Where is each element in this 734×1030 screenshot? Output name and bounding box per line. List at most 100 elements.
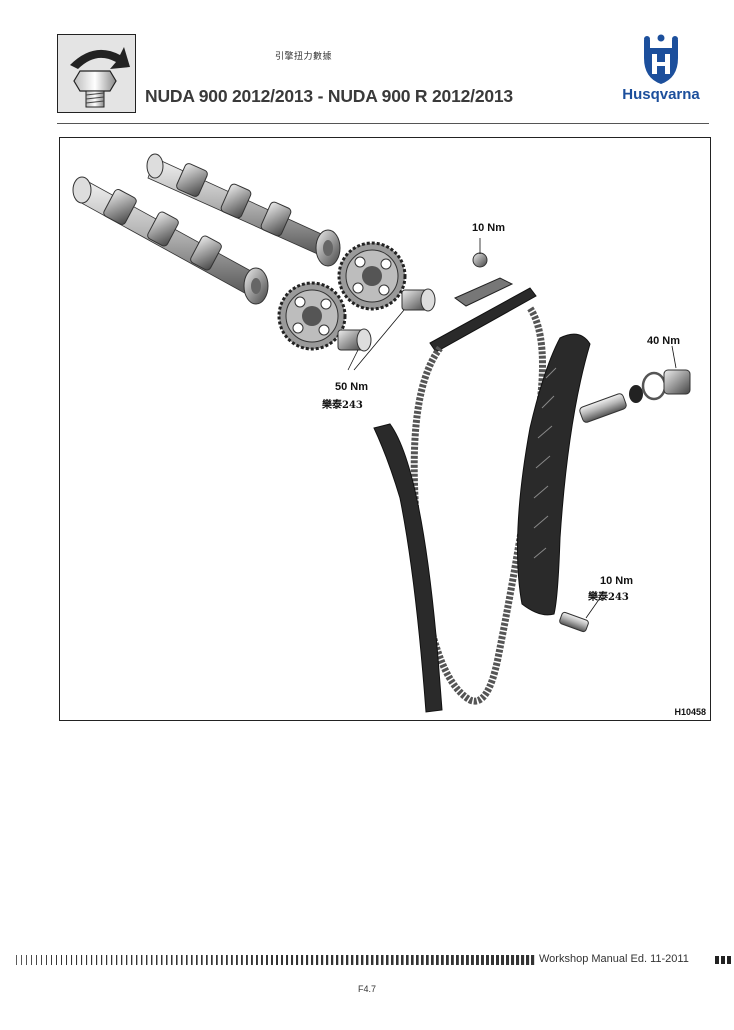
- callout-sprocket-bolts-compound: 樂泰243: [322, 400, 363, 411]
- timing-chain-illustration: [72, 153, 691, 713]
- footer-tick: [291, 955, 294, 965]
- footer-tick: [21, 955, 22, 965]
- footer-tick: [481, 955, 484, 965]
- footer-tick: [366, 955, 369, 965]
- footer-tick: [381, 955, 384, 965]
- footer-tick: [371, 955, 374, 965]
- footer-tick: [161, 955, 163, 965]
- footer-tick: [256, 955, 258, 965]
- footer-tick: [231, 955, 233, 965]
- footer-tick: [396, 955, 399, 965]
- callout-sprocket-bolts-torque: 50 Nm: [335, 381, 369, 393]
- footer-tick: [216, 955, 218, 965]
- footer-tick: [496, 955, 500, 965]
- footer-tick: [146, 955, 148, 965]
- footer-tick: [446, 955, 449, 965]
- callout-chain-guide-bolt-torque: 10 Nm: [472, 222, 506, 234]
- footer-tick: [106, 955, 108, 965]
- footer-tick: [206, 955, 208, 965]
- footer-tick: [201, 955, 203, 965]
- footer-tick: [476, 955, 479, 965]
- sprocket-bolt-upper: [401, 288, 436, 312]
- exhaust-camshaft: [72, 176, 269, 305]
- footer-tick: [461, 955, 464, 965]
- footer-tick: [271, 955, 273, 965]
- torque-wrench-bolt-icon: [57, 34, 136, 113]
- footer-tick: [181, 955, 183, 965]
- callout-tensioner-plug-torque: 40 Nm: [647, 335, 681, 347]
- footer-tick: [101, 955, 103, 965]
- footer-tick: [16, 955, 17, 965]
- footer-end-marks: [715, 956, 731, 964]
- intake-camshaft: [146, 153, 341, 267]
- footer-tick: [61, 955, 63, 965]
- footer-tick: [511, 955, 515, 965]
- footer-tick: [56, 955, 57, 965]
- footer-tick: [131, 955, 133, 965]
- footer-tick: [306, 955, 309, 965]
- header-divider: [57, 123, 709, 124]
- footer-tick: [196, 955, 198, 965]
- footer-tick: [156, 955, 158, 965]
- manual-edition: Workshop Manual Ed. 11-2011: [539, 953, 689, 965]
- footer-tick: [486, 955, 489, 965]
- exploded-diagram: 10 Nm 40 Nm 50 Nm 樂泰243 10 Nm 樂泰243 H104…: [59, 137, 711, 721]
- figure-id: H10458: [674, 707, 706, 717]
- footer-tick: [111, 955, 113, 965]
- footer-tick: [311, 955, 314, 965]
- chain-tensioner-assembly: [579, 345, 691, 423]
- footer-tick: [326, 955, 329, 965]
- upper-cam-sprocket: [337, 241, 407, 311]
- chain-guide-bracket: [429, 238, 537, 353]
- footer-tick: [456, 955, 459, 965]
- footer-tick: [316, 955, 319, 965]
- footer-tick: [391, 955, 394, 965]
- footer-tick: [151, 955, 153, 965]
- footer-tick: [31, 955, 32, 965]
- footer-tick: [166, 955, 168, 965]
- footer-tick: [226, 955, 228, 965]
- footer-tick: [91, 955, 93, 965]
- footer-tick: [46, 955, 47, 965]
- footer-tick: [301, 955, 304, 965]
- fixed-chain-guide: [373, 423, 443, 713]
- footer-tick: [491, 955, 494, 965]
- brand-logo: Husqvarna: [606, 34, 716, 108]
- footer-tick: [36, 955, 37, 965]
- footer-tick: [416, 955, 419, 965]
- footer-tick: [211, 955, 213, 965]
- husqvarna-crown-logo: [644, 34, 678, 84]
- footer-tick: [516, 955, 520, 965]
- footer-tick: [276, 955, 278, 965]
- footer-tick: [76, 955, 78, 965]
- footer-tick: [406, 955, 409, 965]
- footer-tick: [376, 955, 379, 965]
- footer-tick: [26, 955, 27, 965]
- footer-tick: [241, 955, 243, 965]
- page-title: NUDA 900 2012/2013 - NUDA 900 R 2012/201…: [145, 86, 513, 106]
- footer-tick: [346, 955, 349, 965]
- footer-tick: [356, 955, 359, 965]
- lower-cam-sprocket: [277, 281, 347, 351]
- footer-tick: [386, 955, 389, 965]
- footer-tick: [336, 955, 339, 965]
- footer-tick: [361, 955, 364, 965]
- footer-tick: [436, 955, 439, 965]
- footer-tick: [466, 955, 469, 965]
- footer-tick: [136, 955, 138, 965]
- footer-tick: [186, 955, 188, 965]
- footer-tick: [121, 955, 123, 965]
- footer-tick: [441, 955, 444, 965]
- footer-tick: [71, 955, 73, 965]
- footer-tick: [296, 955, 299, 965]
- footer-tick: [261, 955, 263, 965]
- footer-tick: [421, 955, 424, 965]
- footer-tick: [471, 955, 474, 965]
- footer-tick: [221, 955, 223, 965]
- footer-tick: [351, 955, 354, 965]
- footer-tick: [236, 955, 238, 965]
- footer-tick: [431, 955, 434, 965]
- footer-tick: [246, 955, 248, 965]
- footer-tick: [86, 955, 88, 965]
- tensioner-chain-guide: [517, 333, 591, 616]
